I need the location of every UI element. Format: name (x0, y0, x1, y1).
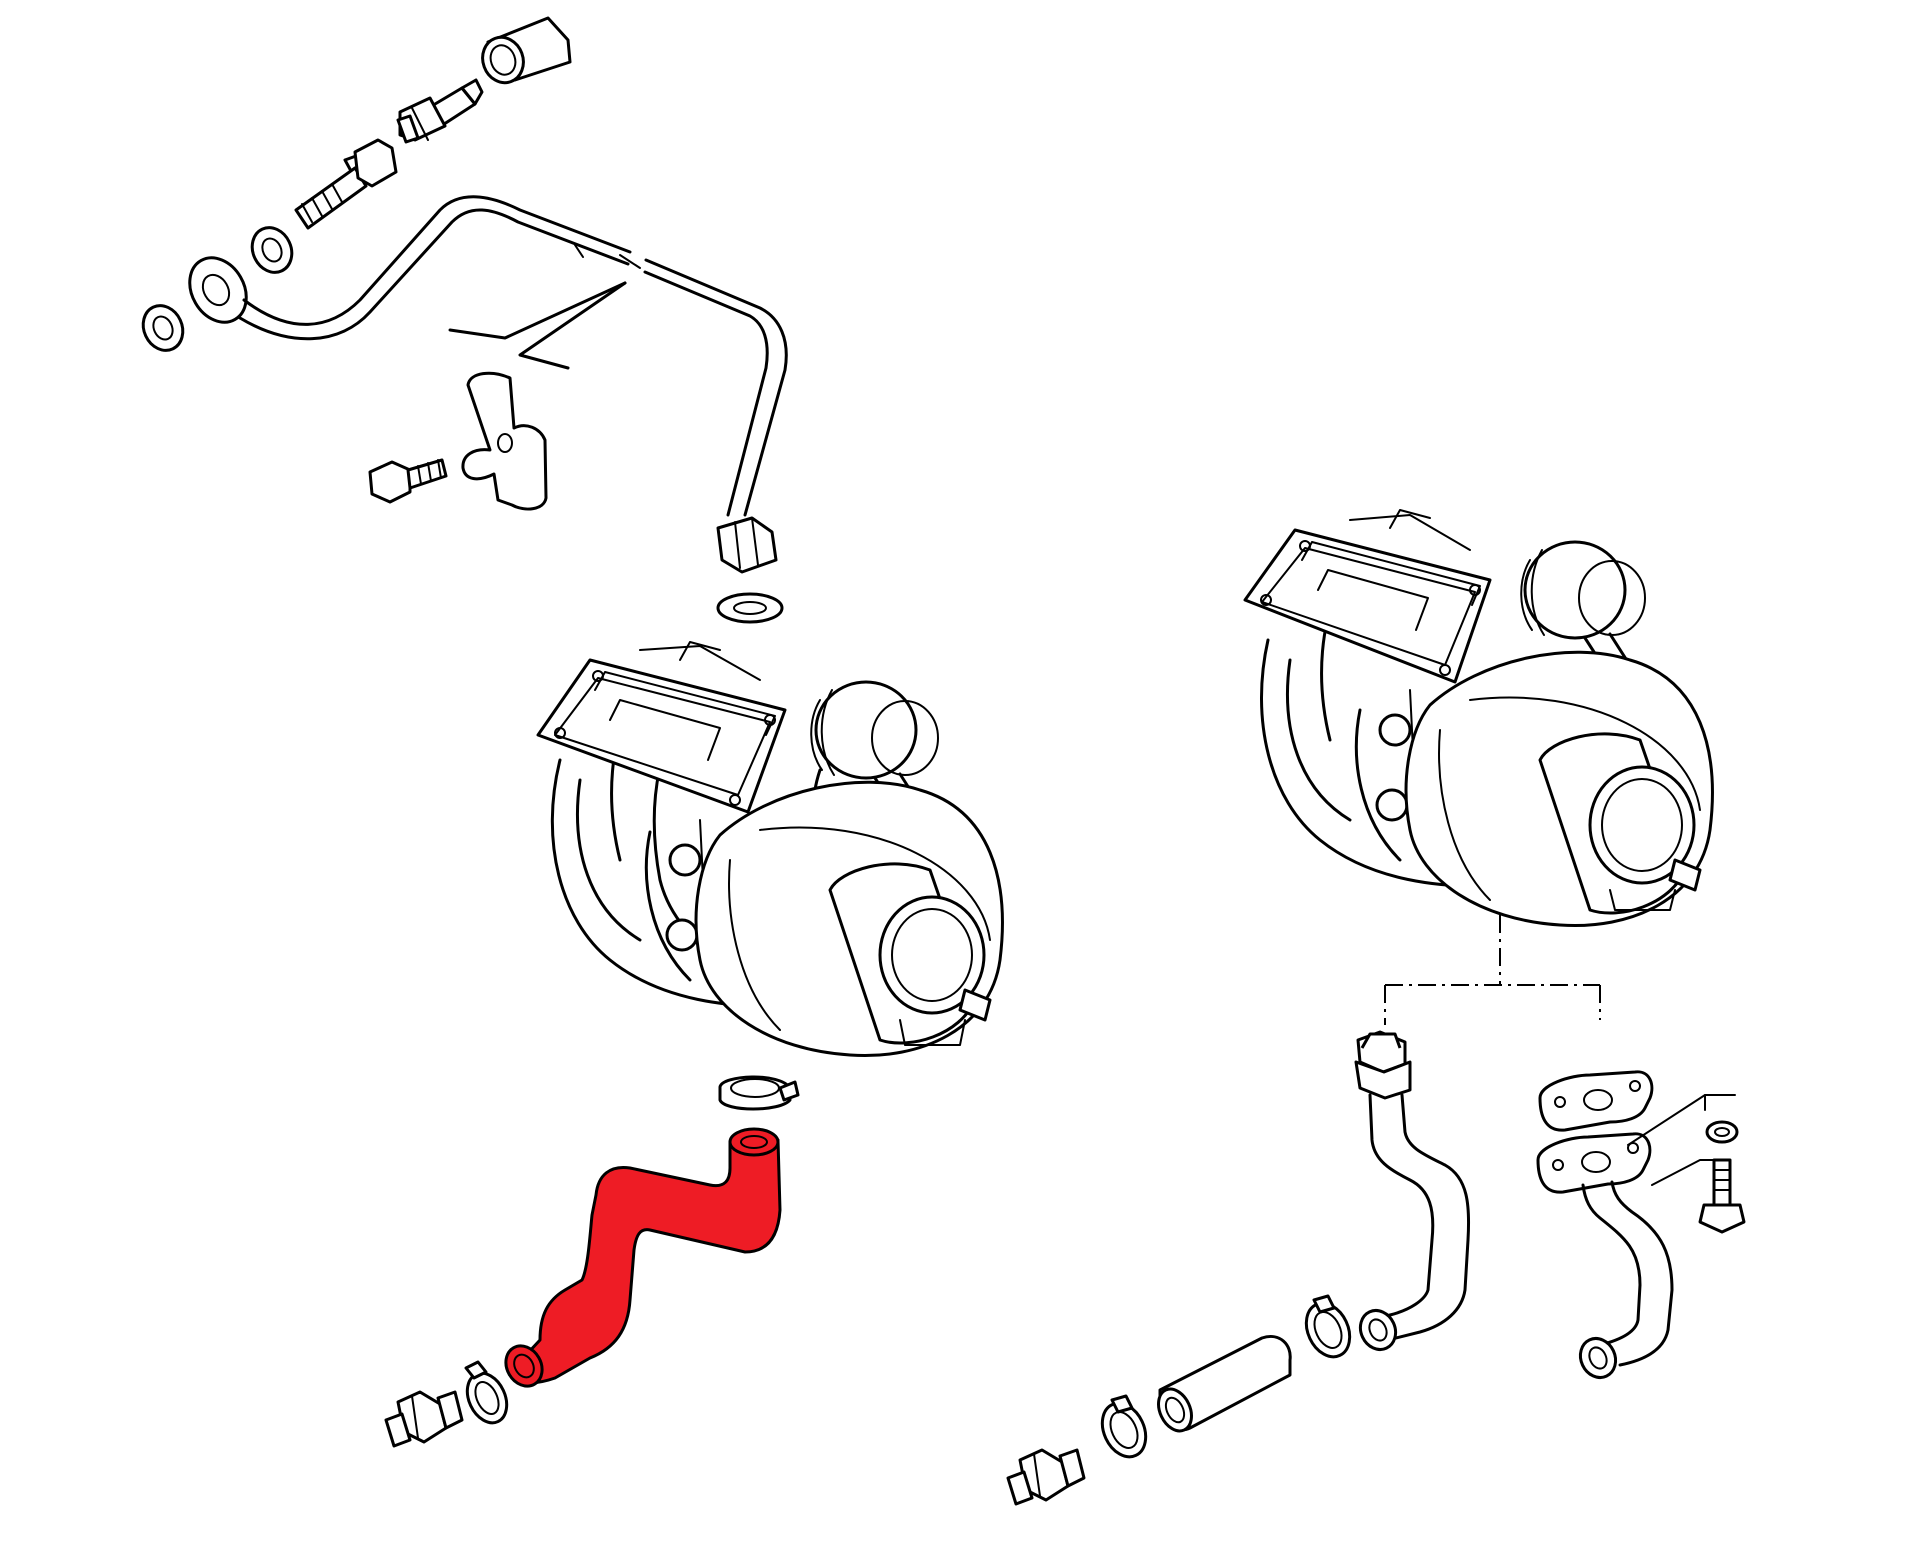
hex-bolt-icon[interactable] (1698, 1158, 1746, 1234)
sender-cap-icon[interactable] (476, 16, 572, 88)
hex-bolt-icon[interactable] (368, 458, 448, 504)
return-pipe-icon[interactable] (1354, 1030, 1471, 1355)
turbocharger-icon[interactable] (536, 641, 1004, 1058)
hose-clamp-icon[interactable] (1298, 1294, 1358, 1364)
callout-leader (448, 281, 627, 370)
sealing-washer-icon[interactable] (716, 592, 784, 624)
return-pipe-icon[interactable] (1536, 1070, 1674, 1383)
oil-feed-pipe-icon[interactable] (178, 195, 788, 574)
sealing-washer-icon[interactable] (1705, 1120, 1739, 1144)
hose-clamp-icon[interactable] (718, 1075, 800, 1111)
hose-clamp-icon[interactable] (460, 1360, 515, 1429)
union-fitting-icon[interactable] (1006, 1448, 1086, 1506)
sealing-washer-icon[interactable] (245, 221, 299, 279)
hose-clamp-icon[interactable] (1094, 1394, 1154, 1464)
sealing-washer-icon[interactable] (136, 299, 190, 357)
oil-return-hose-icon[interactable] (1152, 1335, 1292, 1437)
pipe-clip-icon[interactable] (461, 371, 548, 511)
callout-leader (1384, 915, 1601, 1025)
union-fitting-icon[interactable] (384, 1390, 464, 1448)
oil-feed-line-assembly (136, 16, 788, 624)
banjo-bolt-icon[interactable] (294, 138, 398, 230)
turbo-oil-return-hose[interactable] (499, 1127, 782, 1393)
oil-pressure-sender-icon[interactable] (396, 78, 484, 144)
turbocharger-icon[interactable] (1243, 509, 1714, 928)
